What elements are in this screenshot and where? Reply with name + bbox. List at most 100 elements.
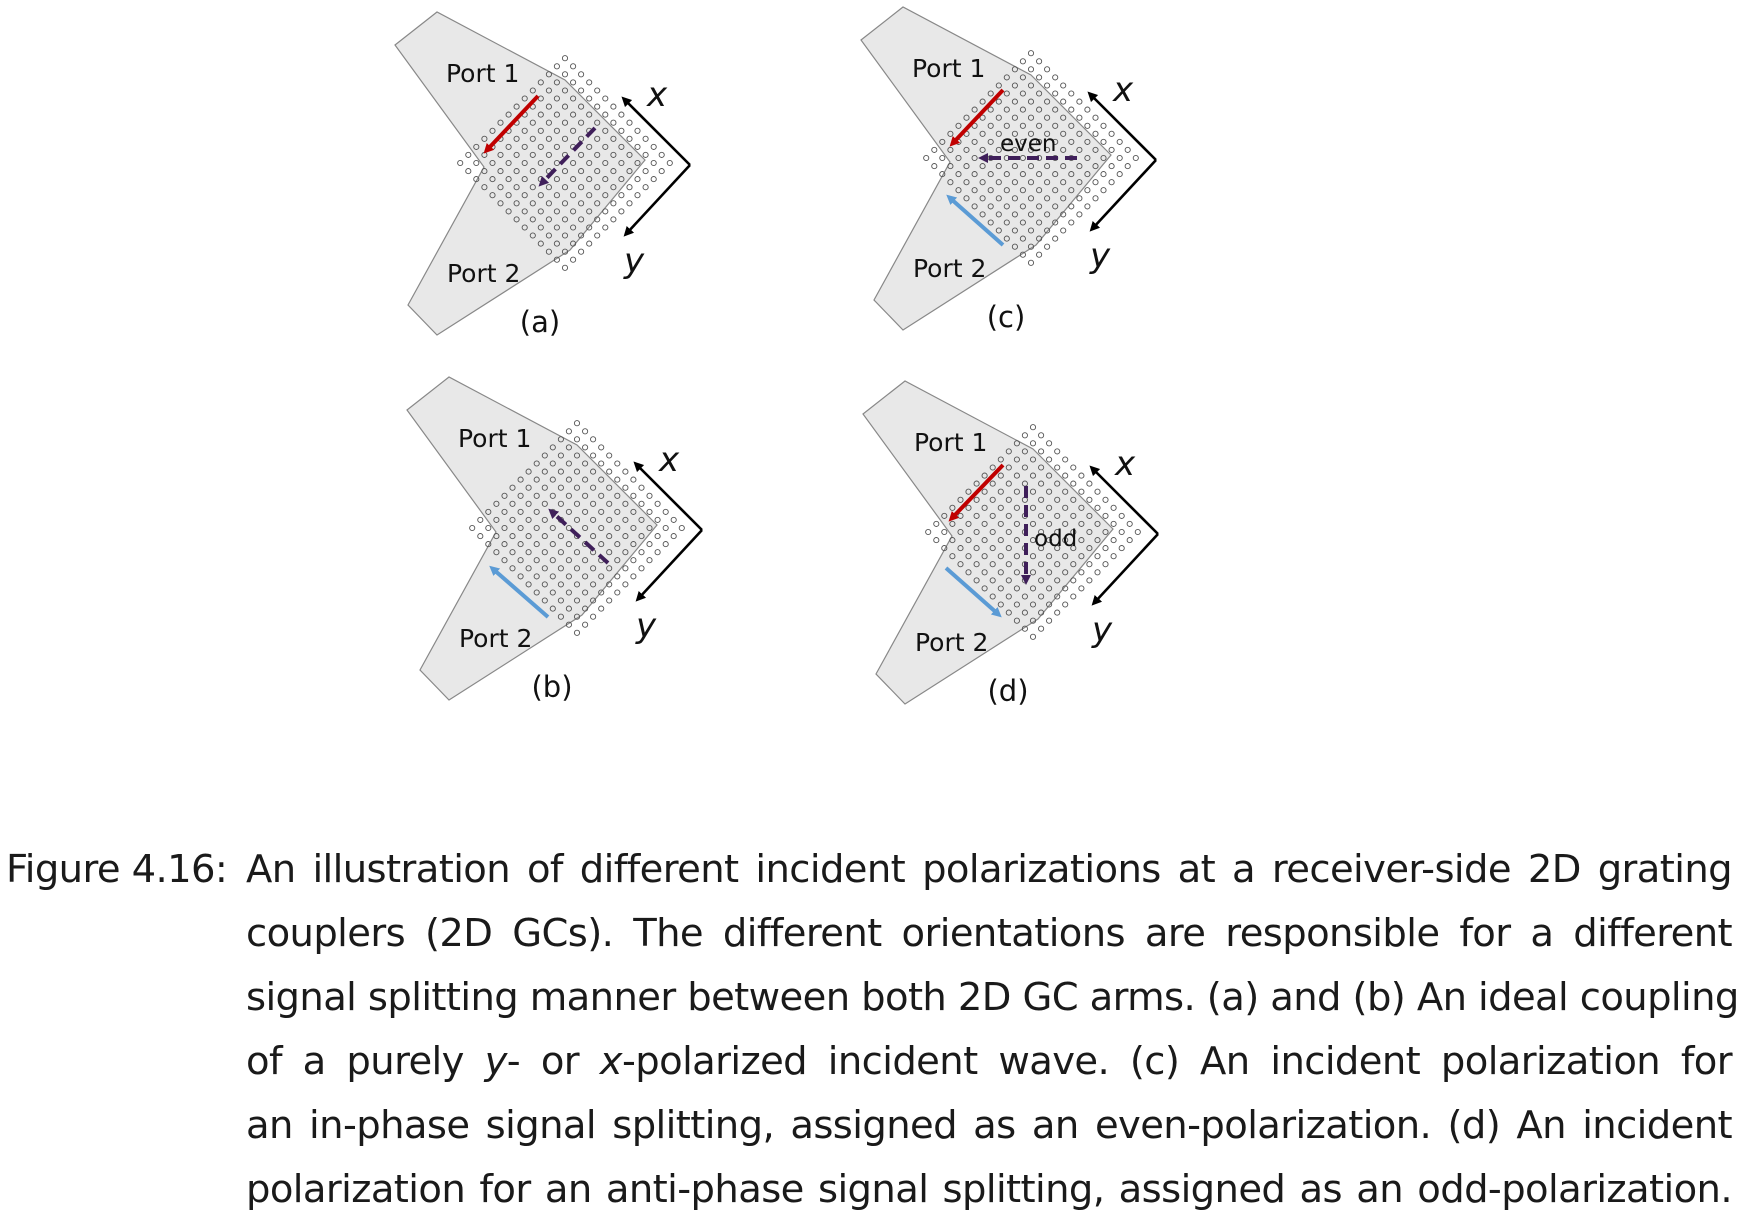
grating-hole <box>949 553 956 560</box>
grating-hole <box>1076 163 1083 170</box>
grating-hole <box>626 151 633 158</box>
grating-hole <box>654 500 661 507</box>
grating-hole <box>1092 146 1099 153</box>
grating-hole <box>979 130 986 137</box>
grating-hole <box>995 130 1002 137</box>
grating-hole <box>979 146 986 153</box>
grating-hole <box>606 597 613 604</box>
grating-hole <box>1029 617 1037 624</box>
grating-hole <box>947 163 954 170</box>
caption-text: of a purely <box>246 1039 485 1084</box>
grating-hole <box>517 476 524 483</box>
x-axis-arrow <box>633 461 703 531</box>
grating-hole <box>995 114 1002 121</box>
grating-hole <box>477 516 484 523</box>
port1-label: Port 1 <box>912 54 985 83</box>
grating-hole <box>973 480 980 487</box>
grating-hole <box>545 232 552 239</box>
grating-hole <box>630 492 637 499</box>
grating-hole <box>1005 464 1012 471</box>
grating-hole <box>578 200 585 207</box>
grating-hole <box>525 500 532 507</box>
grating-hole <box>582 557 589 564</box>
grating-hole <box>923 154 930 162</box>
grating-hole <box>1086 496 1093 503</box>
grating-hole <box>1084 187 1091 194</box>
grating-hole <box>1027 195 1035 202</box>
grating-hole <box>561 135 569 142</box>
grating-hole <box>1054 464 1061 471</box>
grating-hole <box>1076 195 1083 202</box>
grating-hole <box>1052 106 1059 113</box>
grating-hole <box>537 192 544 199</box>
grating-hole <box>1100 138 1107 145</box>
grating-hole <box>485 508 492 515</box>
coupler-outline <box>394 11 646 336</box>
grating-hole <box>533 541 540 548</box>
grating-hole <box>995 146 1002 153</box>
grating-hole <box>594 135 601 142</box>
grating-hole <box>578 184 585 191</box>
grating-hole <box>517 492 524 499</box>
grating-hole <box>606 565 613 572</box>
grating-hole <box>485 524 492 532</box>
grating-hole <box>598 589 605 596</box>
grating-hole <box>1054 528 1061 536</box>
grating-hole <box>989 545 996 552</box>
grating-hole <box>573 613 581 620</box>
grating-hole <box>573 420 581 427</box>
port2-label: Port 2 <box>915 628 988 657</box>
y-axis-arrow <box>1091 533 1159 606</box>
grating-hole <box>670 516 677 523</box>
grating-hole <box>618 176 625 183</box>
grating-hole <box>1126 537 1133 544</box>
grating-hole <box>973 496 980 503</box>
grating-hole <box>973 577 980 584</box>
grating-hole <box>590 613 597 620</box>
grating-hole <box>618 159 625 167</box>
grating-hole <box>1038 545 1045 552</box>
grating-hole <box>971 106 978 113</box>
grating-hole <box>586 240 593 247</box>
grating-hole <box>1068 219 1075 226</box>
grating-hole <box>1021 448 1028 455</box>
grating-hole <box>1036 74 1043 81</box>
grating-hole <box>1092 179 1099 186</box>
panel-label: (b) <box>531 670 572 704</box>
grating-hole <box>1036 203 1043 210</box>
grating-hole <box>590 581 597 588</box>
grating-hole <box>1078 504 1085 511</box>
grating-hole <box>545 248 552 255</box>
grating-hole <box>557 436 564 443</box>
panel-label: (c) <box>987 300 1026 334</box>
caption-text: - or <box>506 1039 600 1084</box>
grating-hole <box>557 581 564 588</box>
grating-hole <box>1116 171 1123 178</box>
grating-hole <box>1110 537 1117 544</box>
grating-hole <box>1038 577 1045 584</box>
caption-line: couplers (2D GCs). The different orienta… <box>246 911 1733 956</box>
grating-hole <box>1003 138 1010 145</box>
grating-hole <box>578 87 585 94</box>
grating-hole <box>594 168 601 175</box>
caption-body: An illustration of different incident po… <box>246 838 1737 1222</box>
grating-hole <box>1038 609 1045 616</box>
grating-hole <box>931 163 938 170</box>
grating-hole <box>995 179 1002 186</box>
grating-hole <box>1078 585 1085 592</box>
grating-hole <box>971 138 978 145</box>
grating-hole <box>622 533 629 540</box>
grating-hole <box>545 200 552 207</box>
grating-hole <box>1029 504 1037 511</box>
grating-hole <box>570 208 577 215</box>
grating-hole <box>594 87 601 94</box>
grating-hole <box>1038 625 1045 632</box>
grating-hole <box>1005 496 1012 503</box>
grating-hole <box>529 119 536 126</box>
grating-hole <box>939 171 946 178</box>
grating-hole <box>995 98 1002 105</box>
grating-hole <box>626 168 633 175</box>
grating-hole <box>602 159 609 167</box>
grating-hole <box>654 533 661 540</box>
grating-hole <box>570 224 577 231</box>
